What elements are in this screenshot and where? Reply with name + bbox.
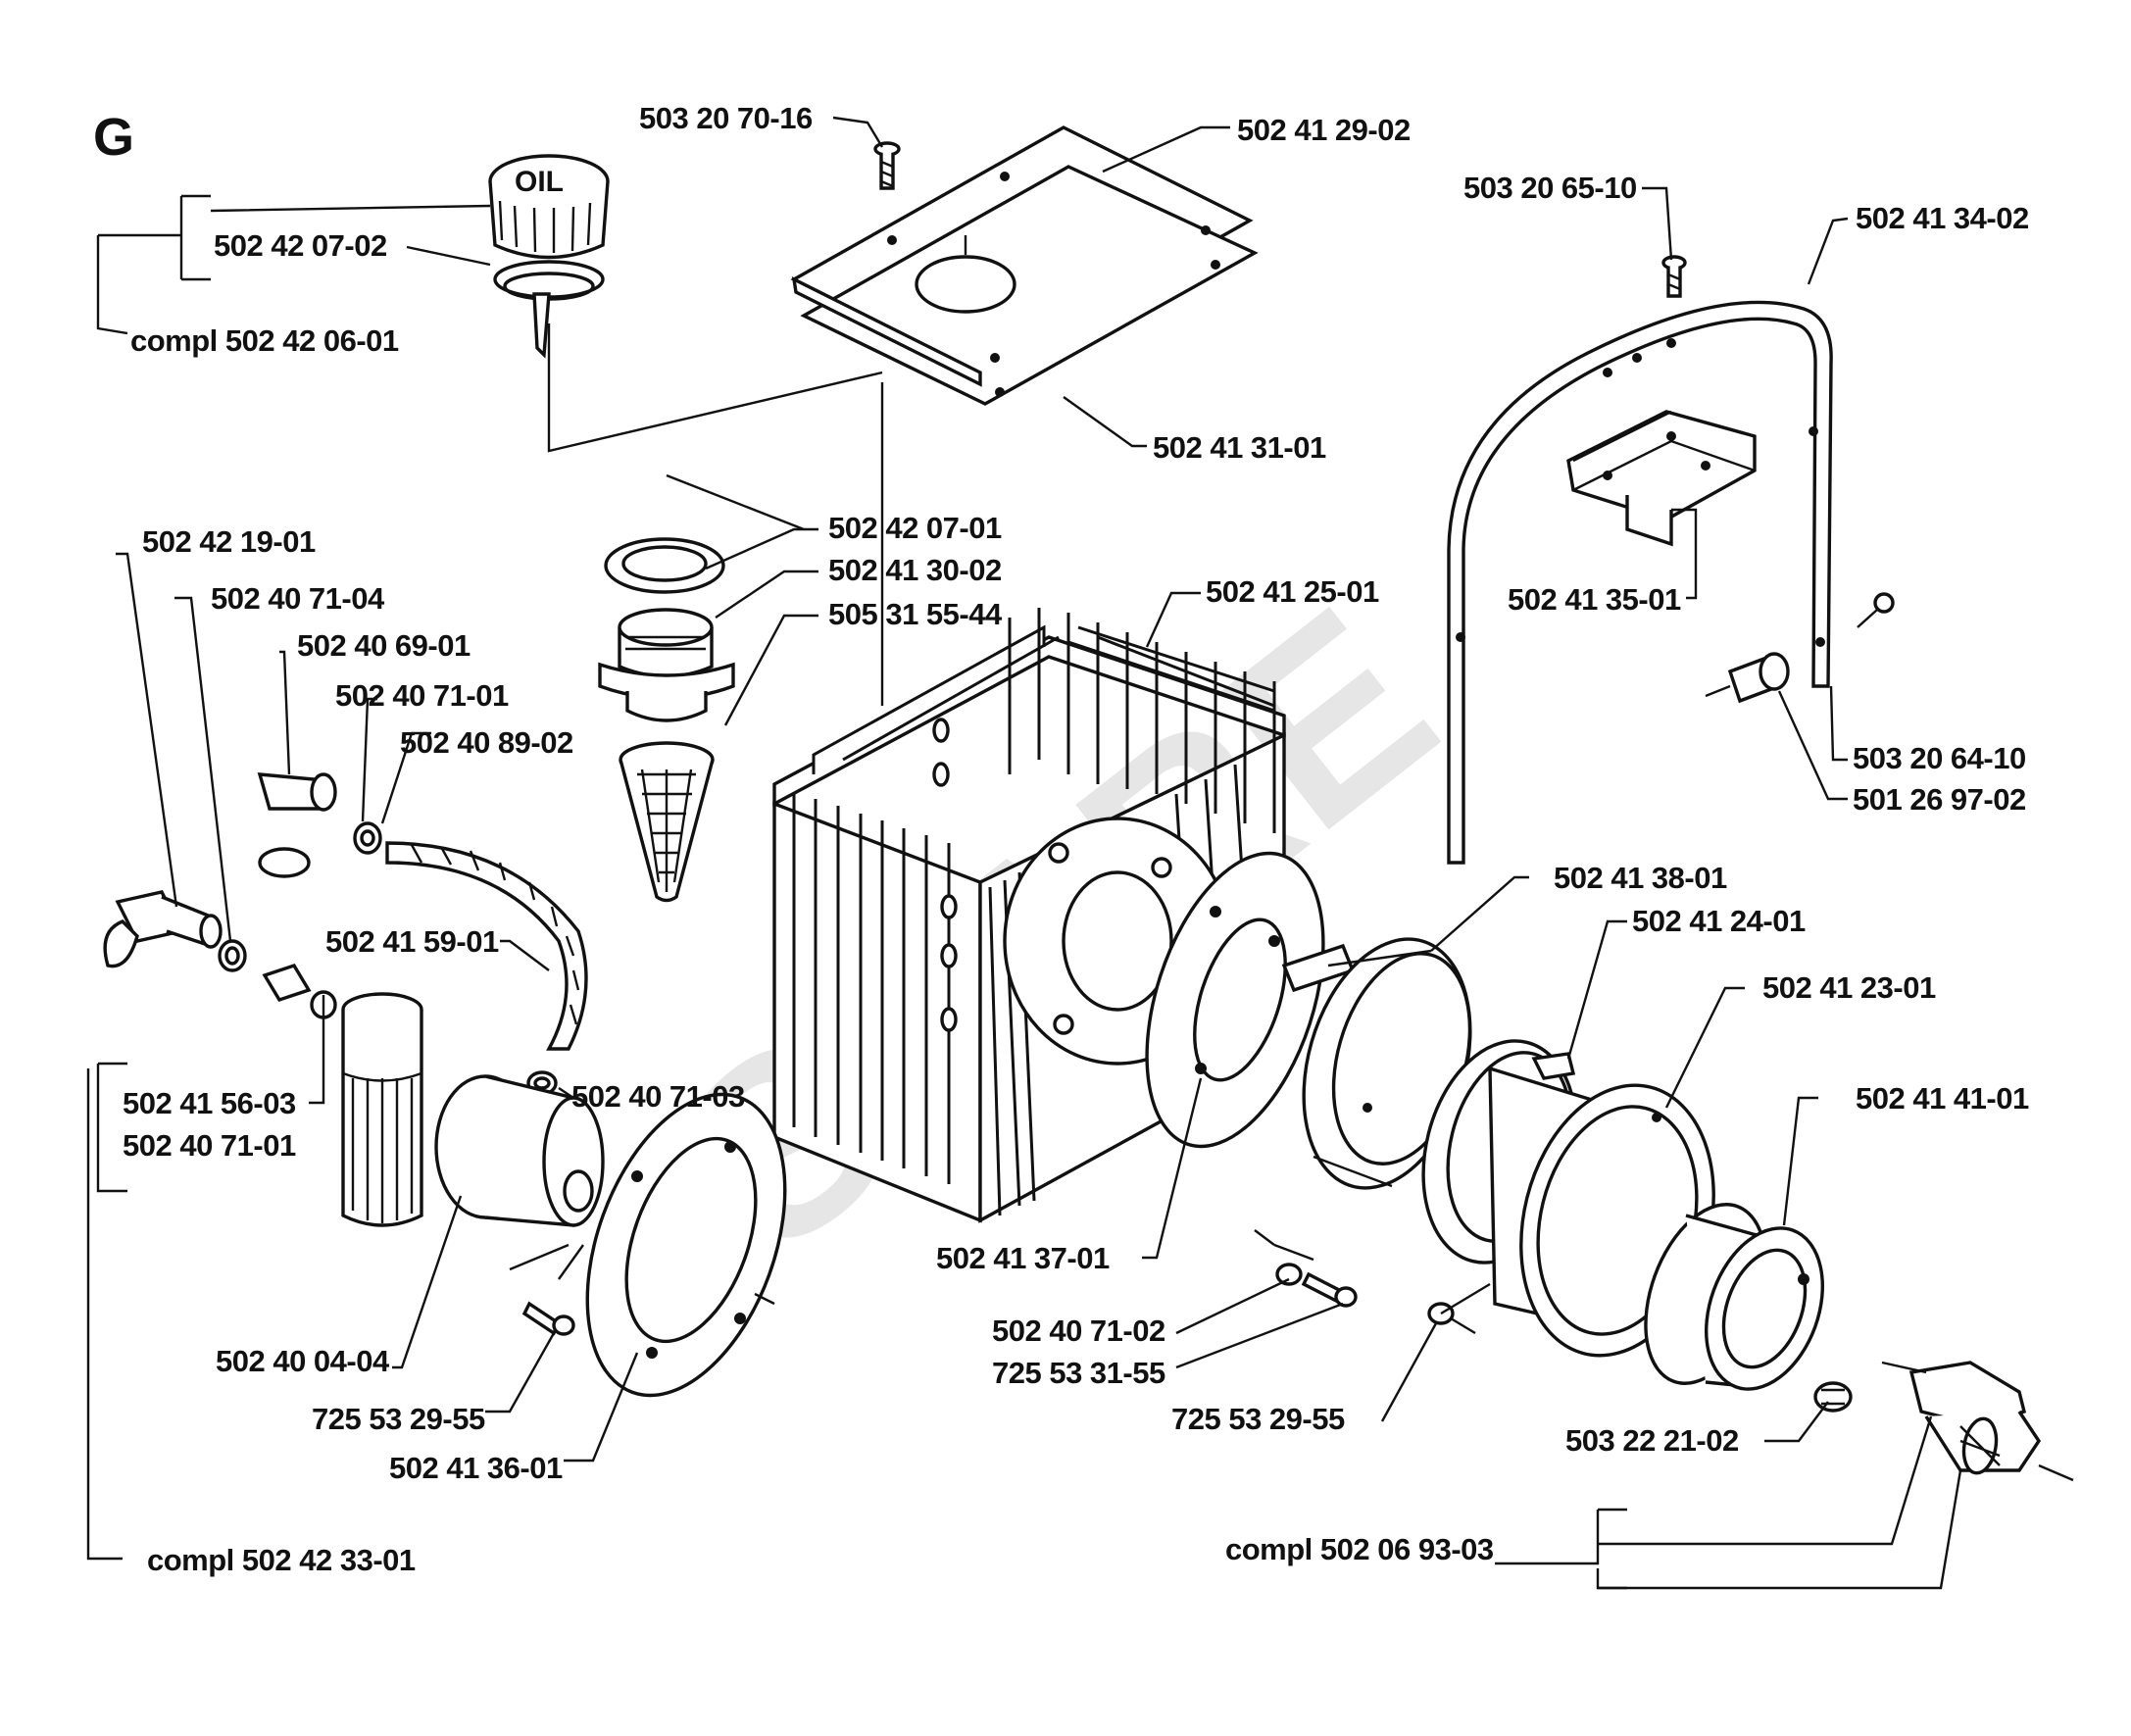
label-725-53-29-55-b: 725 53 29-55 — [1171, 1402, 1345, 1436]
frame-screw-part — [1661, 255, 1687, 298]
cap-oil-text: OIL — [515, 166, 564, 198]
end-cap-part — [1644, 1203, 1824, 1391]
filter-cartridge-part — [341, 992, 423, 1227]
label-502-41-25-01: 502 41 25-01 — [1206, 574, 1379, 609]
label-502-41-29-02: 502 41 29-02 — [1237, 113, 1411, 147]
label-502-41-41-01: 502 41 41-01 — [1856, 1081, 2029, 1116]
screw-725532955a — [521, 1301, 575, 1336]
label-502-41-34-02: 502 41 34-02 — [1856, 201, 2029, 235]
flange-ring-502413601 — [585, 1092, 787, 1398]
label-502-40-71-03: 502 40 71-03 — [571, 1079, 745, 1114]
label-502-41-56-03: 502 41 56-03 — [123, 1086, 296, 1120]
label-502-40-71-01-a: 502 40 71-01 — [335, 678, 509, 713]
flange-gasket-plate — [1145, 851, 1325, 1149]
leader-lines — [86, 116, 2074, 1590]
washer-502407102 — [1275, 1263, 1303, 1286]
label-502-40-71-02: 502 40 71-02 — [992, 1314, 1165, 1348]
label-502-41-59-01: 502 41 59-01 — [325, 924, 499, 959]
screw-725533155 — [1301, 1271, 1358, 1308]
label-502-40-89-02: 502 40 89-02 — [400, 725, 573, 760]
label-503-20-64-10: 503 20 64-10 — [1853, 741, 2026, 775]
carrying-frame-part — [1447, 300, 1833, 865]
label-725-53-31-55: 725 53 31-55 — [992, 1356, 1165, 1390]
label-compl-502-42-33-01: compl 502 42 33-01 — [147, 1543, 416, 1577]
valve-fitting-part — [1705, 652, 1790, 704]
hose-nipple-502421901 — [103, 890, 223, 968]
label-502-41-24-01: 502 41 24-01 — [1632, 904, 1806, 938]
label-502-41-31-01: 502 41 31-01 — [1153, 430, 1326, 465]
label-503-20-65-10: 503 20 65-10 — [1463, 171, 1637, 205]
label-502-40-04-04: 502 40 04-04 — [216, 1344, 389, 1378]
top-screw-part — [873, 141, 901, 190]
coupling-502406901 — [257, 772, 337, 878]
label-502-41-30-02: 502 41 30-02 — [828, 553, 1002, 587]
section-letter: G — [93, 108, 135, 167]
label-compl-502-42-06-01: compl 502 42 06-01 — [130, 323, 399, 358]
washer-502407104 — [218, 939, 247, 972]
label-503-22-21-02: 503 22 21-02 — [1565, 1423, 1739, 1458]
fitting-screw-part — [1857, 592, 1895, 628]
label-502-40-71-01-b: 502 40 71-01 — [123, 1128, 296, 1163]
label-502-41-35-01: 502 41 35-01 — [1508, 582, 1681, 617]
label-725-53-29-55-a: 725 53 29-55 — [312, 1402, 485, 1436]
clamp-bolt-part — [1908, 1361, 2042, 1475]
label-502-40-69-01: 502 40 69-01 — [297, 628, 471, 663]
screw-725532955b — [1427, 1302, 1476, 1335]
label-502-42-07-01: 502 42 07-01 — [828, 511, 1002, 545]
label-501-26-97-02: 501 26 97-02 — [1853, 782, 2026, 817]
nut-part — [1813, 1381, 1853, 1413]
tank-lid-plate — [790, 125, 1259, 406]
oil-cap-part: OIL — [488, 154, 610, 359]
label-502-41-38-01: 502 41 38-01 — [1554, 861, 1727, 895]
label-503-20-70-16: 503 20 70-16 — [639, 101, 813, 135]
hose-502415901 — [385, 841, 588, 1051]
label-502-40-71-04: 502 40 71-04 — [211, 581, 384, 616]
label-502-41-23-01: 502 41 23-01 — [1762, 970, 1936, 1005]
label-502-41-36-01: 502 41 36-01 — [389, 1451, 563, 1485]
label-compl-502-06-93-03: compl 502 06 93-03 — [1225, 1532, 1494, 1566]
label-502-42-07-02: 502 42 07-02 — [214, 228, 387, 263]
label-502-41-37-01: 502 41 37-01 — [936, 1241, 1110, 1275]
label-502-42-19-01: 502 42 19-01 — [142, 524, 316, 559]
label-505-31-55-44: 505 31 55-44 — [828, 597, 1002, 631]
pump-motor-part — [434, 1074, 605, 1227]
filler-neck-assembly — [598, 537, 735, 903]
washer-502407101a — [353, 821, 382, 855]
